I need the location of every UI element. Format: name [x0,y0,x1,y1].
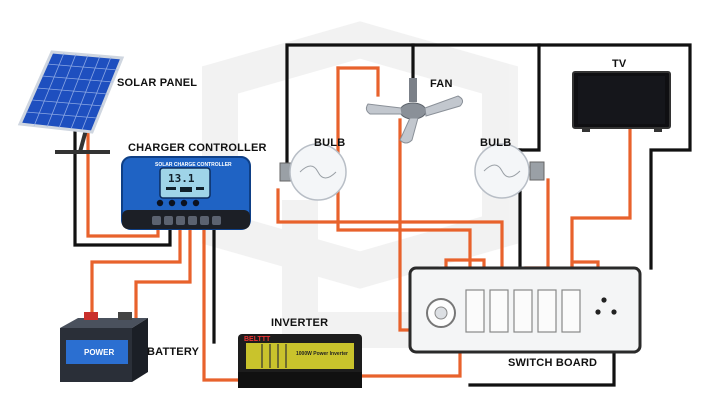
wire-controller-inverter [202,220,244,382]
controller-header-text: SOLAR CHARGE CONTROLLER [155,162,232,168]
controller-lcd-value: 13.1 [168,172,195,185]
fan-label: FAN [430,78,453,90]
wire-controller-battery-2 [134,220,192,320]
ceiling-fan [365,78,464,144]
bulb-left-label: BULB [314,137,345,149]
inverter-label: INVERTER [271,317,328,329]
wire-fan-down [398,118,414,332]
bulb-left [279,143,347,201]
battery: POWER [60,312,148,382]
board-switch-5 [561,289,581,333]
inverter-brand: BELTTT [244,336,271,343]
wire-top-loop [285,43,692,270]
switch-board [408,266,642,354]
board-switch-3 [513,289,533,333]
board-switch-4 [537,289,557,333]
wire-controller-battery [90,220,182,320]
battery-brand: POWER [84,348,114,357]
inverter: BELTTT 1000W Power Inverter [238,334,362,388]
charger-controller: SOLAR CHARGE CONTROLLER 13.1 [121,156,251,230]
solar-panel-label: SOLAR PANEL [117,77,197,89]
board-switch-1 [465,289,485,333]
wire-tv-positive [570,128,632,270]
controller-terminals [152,216,221,225]
solar-panel [17,50,125,154]
switch-board-label: SWITCH BOARD [508,357,597,369]
wire-tv-to-board [518,43,541,270]
wire-fan-loop [336,66,380,97]
board-switches [465,289,581,333]
wire-fan-to-board [336,66,472,270]
fan-regulator [426,298,456,328]
bulb-right-label: BULB [480,137,511,149]
battery-label: BATTERY [147,346,200,358]
charger-controller-label: CHARGER CONTROLLER [128,142,267,154]
controller-buttons [156,199,200,207]
television [572,71,671,132]
board-switch-2 [489,289,509,333]
wire-left-bulb-loop [276,188,504,270]
tv-label: TV [612,58,627,70]
bulb-right [474,143,545,199]
controller-lcd [159,167,211,199]
inverter-model: 1000W Power Inverter [296,351,348,357]
board-socket [595,297,617,315]
wire-panel-to-controller [73,128,172,247]
